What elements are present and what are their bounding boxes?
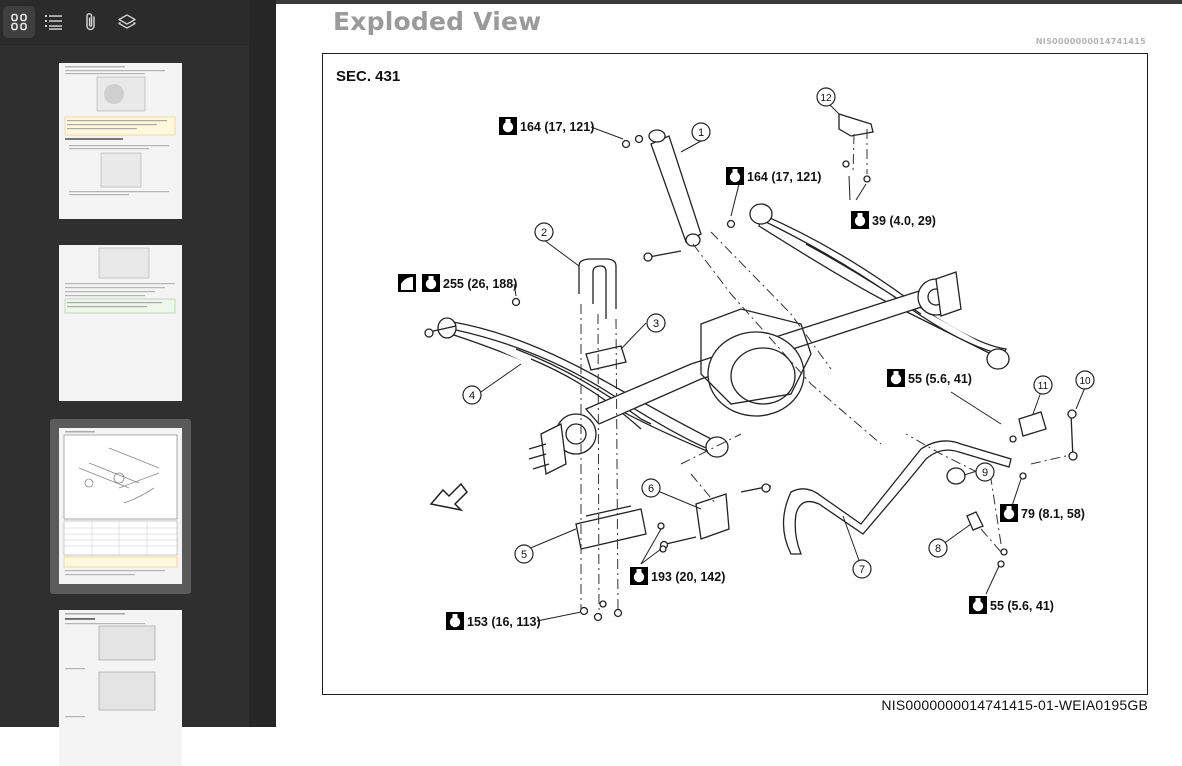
stabilizer-bar — [782, 440, 1012, 555]
wheel-hub-left — [528, 423, 567, 475]
torque-icon — [887, 369, 905, 387]
leaf-spring-right — [749, 203, 1010, 370]
sidebar-scrollbar[interactable] — [249, 0, 276, 727]
stabilizer-link — [1018, 409, 1078, 461]
bushing — [946, 467, 966, 485]
torque-label: 153 (16, 113) — [467, 615, 541, 629]
section-label: SEC. 431 — [336, 68, 400, 85]
document-page: Exploded View NIS0000000014741415 SEC. 4… — [276, 4, 1182, 727]
torque-icon — [969, 596, 987, 614]
shock-absorber — [648, 129, 702, 247]
torque-label: 255 (26, 188) — [443, 277, 517, 291]
torque-label: 164 (17, 121) — [520, 120, 594, 134]
torque-icon — [499, 117, 517, 135]
torque-label: 55 (5.6, 41) — [990, 599, 1054, 613]
callout — [691, 122, 711, 142]
page-thumbnail-4[interactable] — [59, 610, 182, 766]
page-thumbnail-3[interactable] — [59, 428, 182, 584]
thumbnail-preview — [65, 613, 156, 718]
callout-number: 12 — [820, 93, 832, 104]
suspension-diagram: SEC. 431 — [336, 68, 1095, 630]
torque-label: 164 (17, 121) — [747, 170, 821, 184]
sidebar — [0, 0, 276, 766]
layers-icon — [118, 14, 136, 29]
torque-icon — [446, 612, 464, 630]
figure-caption: NIS0000000014741415-01-WEIA0195GB — [881, 697, 1148, 713]
sealant-icon-shape — [401, 277, 413, 290]
callout — [816, 87, 836, 107]
torque-icon — [630, 567, 648, 585]
callout-number: 7 — [859, 564, 865, 576]
document-id: NIS0000000014741415 — [1035, 37, 1146, 46]
thumbnail-preview — [64, 66, 176, 196]
page-thumbnail-1[interactable] — [59, 63, 182, 219]
callout — [928, 538, 948, 558]
sidebar-toolbar — [0, 0, 249, 45]
callout-number: 9 — [982, 467, 988, 479]
list-icon — [45, 15, 62, 30]
callout — [1033, 375, 1053, 395]
torque-icon — [1000, 504, 1018, 522]
callout-number: 2 — [541, 227, 547, 239]
callout — [852, 559, 872, 579]
thumbnails-view-button[interactable] — [3, 6, 35, 38]
torque-label: 55 (5.6, 41) — [908, 372, 972, 386]
torque-label: 193 (20, 142) — [651, 570, 725, 584]
torque-markers — [398, 117, 1018, 630]
callout-number: 6 — [648, 483, 654, 495]
alignment-lines — [580, 129, 1067, 615]
callout — [1075, 370, 1095, 390]
window-top-border — [0, 0, 1182, 4]
page-thumbnail-2[interactable] — [59, 245, 182, 401]
thumbnail-panel[interactable] — [0, 0, 250, 766]
callout-number: 10 — [1079, 376, 1091, 387]
grid-icon — [11, 13, 27, 31]
callout — [534, 222, 554, 242]
callout — [646, 313, 666, 333]
callout — [975, 462, 995, 482]
outline-view-button[interactable] — [38, 6, 70, 38]
callout-number: 11 — [1038, 381, 1049, 392]
paperclip-icon — [86, 12, 95, 31]
page-title: Exploded View — [333, 7, 542, 36]
callout-number: 4 — [469, 390, 475, 402]
torque-label: 79 (8.1, 58) — [1021, 507, 1085, 521]
front-direction-arrow — [429, 482, 468, 512]
wheel-hub-right — [935, 271, 962, 317]
spring-pad — [585, 345, 627, 371]
torque-icon — [851, 211, 869, 229]
callout — [462, 385, 482, 405]
torque-icon — [726, 167, 744, 185]
torque-icon — [422, 274, 440, 292]
callout-number: 8 — [935, 543, 941, 555]
spring-seat — [575, 505, 647, 550]
callout-number: 3 — [653, 318, 659, 330]
exploded-view-figure: SEC. 431 — [322, 53, 1148, 695]
bolts — [424, 134, 1027, 622]
shock-bracket — [695, 493, 730, 540]
callout — [514, 544, 534, 564]
callout-number: 1 — [698, 127, 704, 139]
clamp — [966, 511, 984, 531]
upper-bracket — [838, 113, 874, 137]
attachments-view-button[interactable] — [75, 6, 107, 38]
callout — [641, 478, 661, 498]
callout-number: 5 — [521, 549, 527, 561]
thumbnail-preview — [63, 431, 178, 576]
torque-label: 39 (4.0, 29) — [872, 214, 936, 228]
thumbnail-preview — [64, 247, 176, 314]
u-bolt — [578, 258, 617, 319]
layers-view-button[interactable] — [111, 6, 143, 38]
